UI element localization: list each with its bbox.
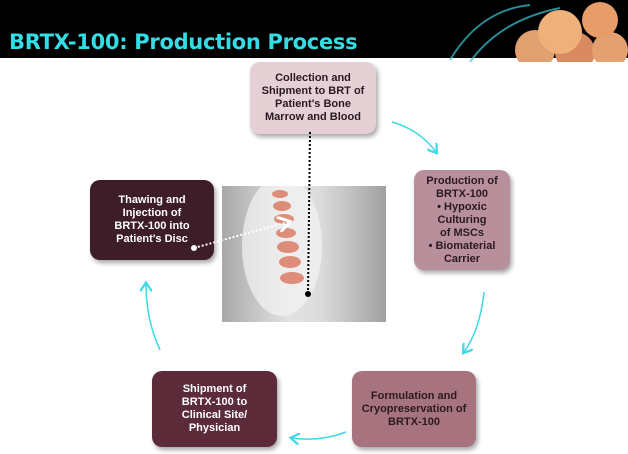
step-title: Production of BRTX-100 <box>426 174 498 200</box>
spine-image <box>222 186 386 322</box>
dotted-line-collection <box>307 131 311 295</box>
arrow-4 <box>146 284 161 351</box>
step-text: Thawing and Injection of BRTX-100 into P… <box>114 194 190 245</box>
step-text: Shipment of BRTX-100 to Clinical Site/ P… <box>181 383 248 434</box>
step-text: Formulation and Cryopreservation of BRTX… <box>361 389 467 428</box>
step-formulation: Formulation and Cryopreservation of BRTX… <box>352 371 476 447</box>
cells-image <box>440 0 628 62</box>
step-bullet: • Hypoxic Culturing of MSCs <box>437 200 487 239</box>
arrow-3 <box>292 431 347 439</box>
step-bullet: • Biomaterial Carrier <box>428 239 496 265</box>
step-production: Production of BRTX-100 • Hypoxic Culturi… <box>414 170 510 270</box>
dotted-line-injection <box>193 222 288 249</box>
slide-header: BRTX-100: Production Process <box>0 0 628 62</box>
arrow-2 <box>464 291 485 352</box>
step-collection: Collection and Shipment to BRT of Patien… <box>250 62 376 134</box>
step-text: Collection and Shipment to BRT of Patien… <box>261 72 365 123</box>
step-shipment: Shipment of BRTX-100 to Clinical Site/ P… <box>152 371 277 447</box>
arrow-1 <box>391 121 436 152</box>
slide-title: BRTX-100: Production Process <box>9 30 358 54</box>
